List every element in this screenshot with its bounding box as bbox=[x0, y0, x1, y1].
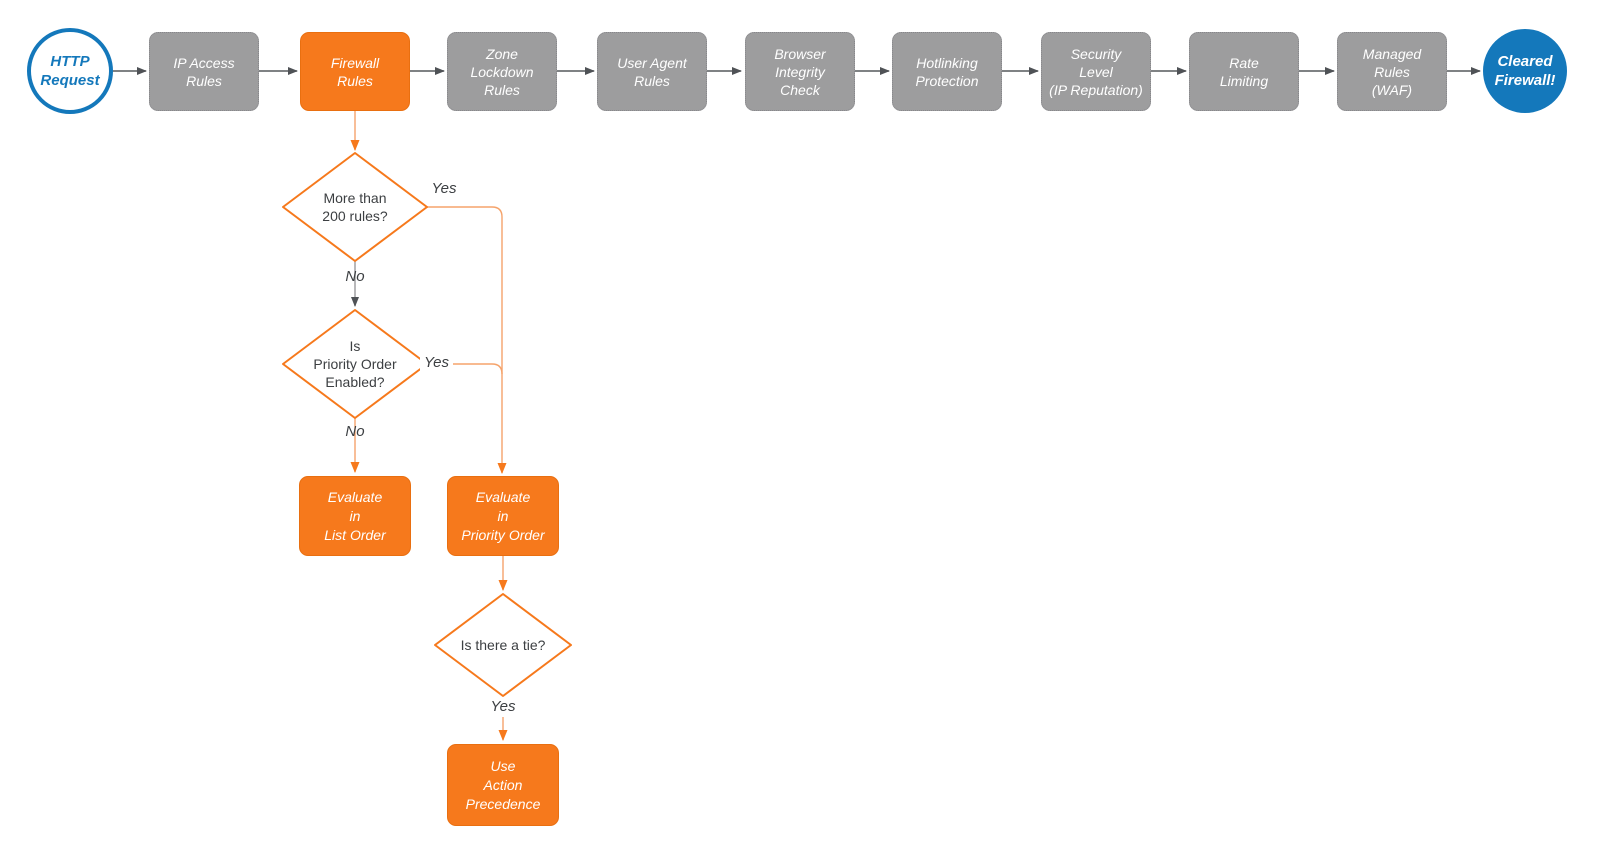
edge-label-no-rules-count: No bbox=[345, 268, 365, 285]
edge-yes-rules-count-to-priority-order bbox=[427, 206, 507, 474]
edge-label-yes-tie: Yes bbox=[490, 698, 516, 715]
stage-rate-limiting: Rate Limiting bbox=[1189, 32, 1299, 111]
start-node-http-request: HTTP Request bbox=[27, 28, 113, 114]
edge-yes-priority-enabled-join bbox=[427, 363, 503, 375]
decision-tie-text: Is there a tie? bbox=[460, 637, 546, 653]
stage-managed-rules-waf: Managed Rules (WAF) bbox=[1337, 32, 1447, 111]
action-evaluate-list-order: Evaluate in List Order bbox=[299, 476, 411, 556]
decision-diamond-tie bbox=[434, 593, 572, 697]
action-use-action-precedence: Use Action Precedence bbox=[447, 744, 559, 826]
decision-priority-enabled-text: Is Priority Order Enabled? bbox=[313, 338, 397, 390]
stage-user-agent-rules: User Agent Rules bbox=[597, 32, 707, 111]
stage-zone-lockdown-rules: Zone Lockdown Rules bbox=[447, 32, 557, 111]
decision-rules-count-text: More than 200 rules? bbox=[322, 190, 388, 224]
stage-security-level: Security Level (IP Reputation) bbox=[1041, 32, 1151, 111]
edge-label-no-priority-enabled: No bbox=[345, 423, 365, 440]
stage-firewall-rules: Firewall Rules bbox=[300, 32, 410, 111]
decision-diamond-rules-count bbox=[282, 152, 428, 262]
stage-browser-integrity-check: Browser Integrity Check bbox=[745, 32, 855, 111]
decision-diamond-priority-enabled bbox=[282, 309, 428, 419]
stage-ip-access-rules: IP Access Rules bbox=[149, 32, 259, 111]
end-node-cleared-firewall: Cleared Firewall! bbox=[1483, 29, 1567, 113]
edge-label-yes-priority-enabled: Yes bbox=[420, 355, 454, 371]
stage-hotlinking-protection: Hotlinking Protection bbox=[892, 32, 1002, 111]
action-evaluate-priority-order: Evaluate in Priority Order bbox=[447, 476, 559, 556]
edge-label-yes-rules-count: Yes bbox=[431, 180, 457, 197]
